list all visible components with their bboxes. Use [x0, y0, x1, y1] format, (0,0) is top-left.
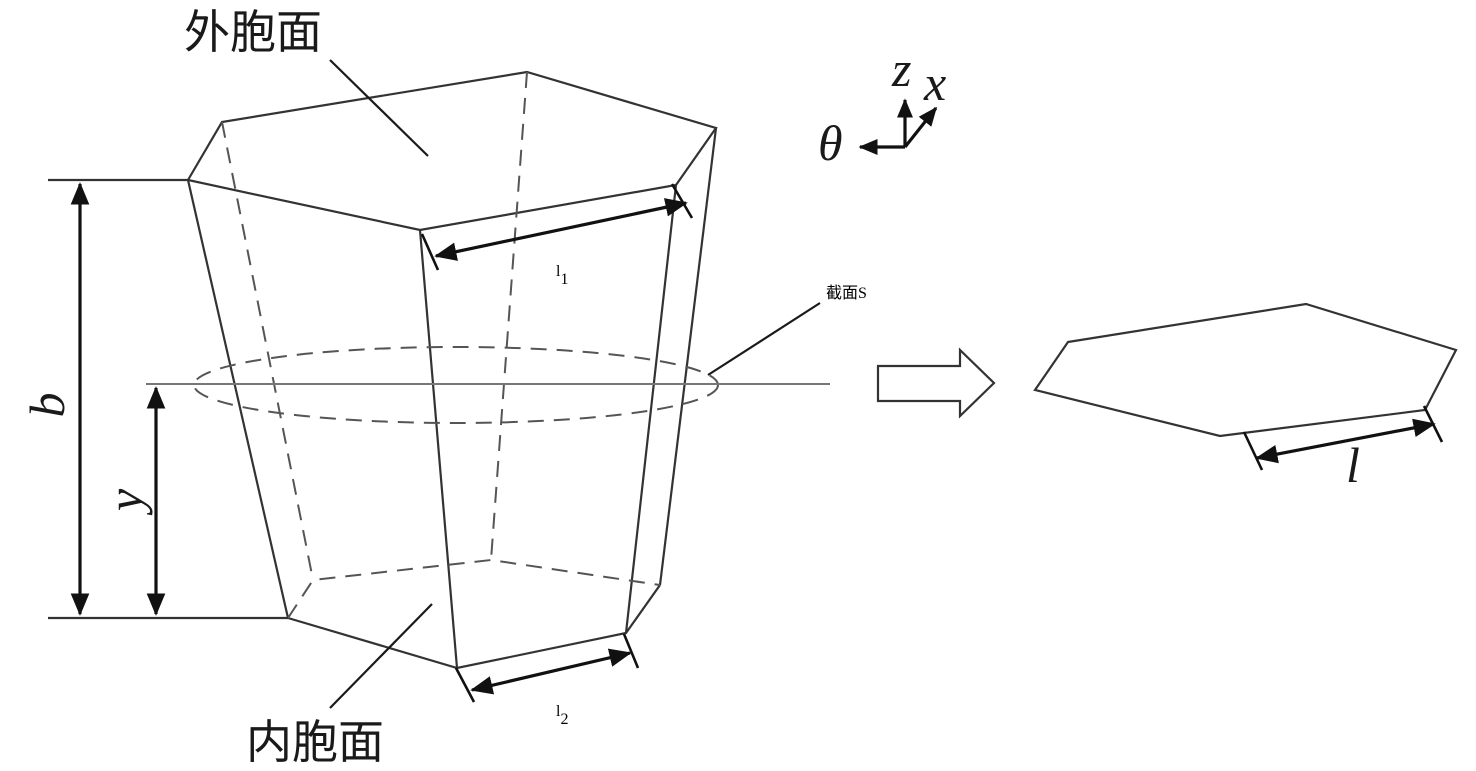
l2-tick-left — [454, 667, 476, 703]
inner-face-leader — [329, 603, 433, 709]
l1-label: l1 — [556, 263, 568, 288]
coordinate-axes: z x θ — [818, 41, 946, 171]
outer-face-label: 外胞面 — [184, 5, 322, 59]
section-label: 截面S — [826, 284, 867, 302]
inner-face-front-edges — [287, 584, 661, 670]
inner-face-back-edges-hidden — [287, 558, 661, 619]
outer-face-hexagon — [186, 70, 718, 232]
l-tick-left — [1242, 431, 1264, 471]
edge-front-left — [186, 179, 290, 619]
cell-frustum — [186, 70, 719, 670]
b-label: b — [19, 393, 75, 418]
transition-arrow — [876, 347, 996, 419]
edge-back-right — [658, 127, 718, 586]
y-label: y — [97, 488, 153, 516]
section-hexagon-view: l — [1033, 302, 1458, 493]
l2-tick-right — [622, 633, 640, 669]
l-dimension-arrow — [1255, 418, 1436, 464]
z-axis-label: z — [891, 41, 911, 97]
inner-face-label: 内胞面 — [246, 715, 384, 769]
x-axis-arrow — [903, 106, 938, 148]
l-label: l — [1346, 437, 1360, 493]
section-hexagon — [1033, 302, 1458, 438]
edge-front-center — [418, 229, 459, 669]
l1-dimension-arrow — [434, 198, 688, 261]
edge-front-right — [624, 184, 678, 634]
l2-label: l2 — [556, 703, 568, 728]
edge-back-center-hidden — [490, 71, 528, 561]
theta-axis-label: θ — [818, 115, 843, 171]
l1-tick-left — [420, 233, 440, 271]
l2-dimension-arrow — [470, 648, 632, 695]
section-leader — [707, 302, 821, 376]
x-axis-label: x — [923, 55, 946, 111]
outer-face-leader — [329, 59, 429, 157]
